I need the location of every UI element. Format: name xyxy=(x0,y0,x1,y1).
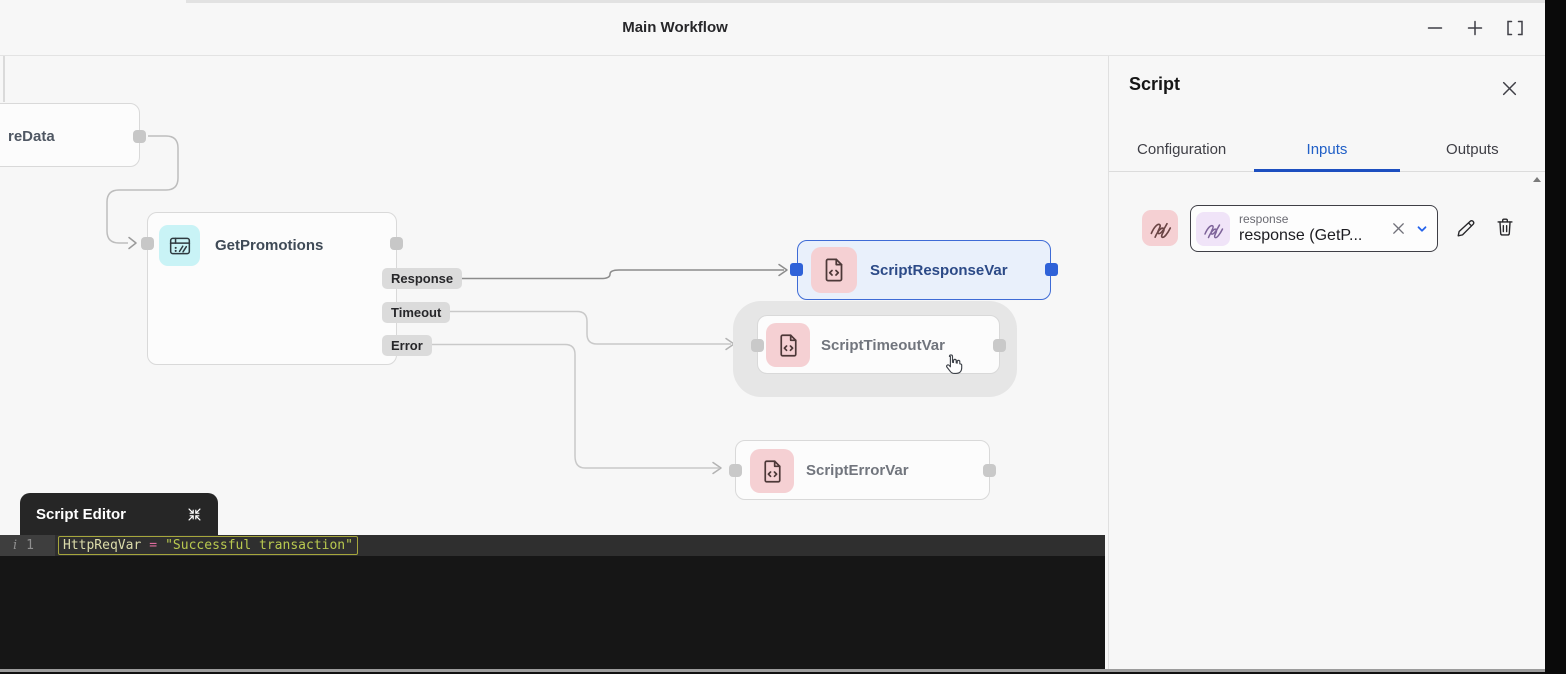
window-title: Main Workflow xyxy=(622,19,728,36)
panel-tabs: Configuration Inputs Outputs xyxy=(1109,128,1545,172)
clear-x-icon xyxy=(1393,223,1404,234)
output-handle[interactable] xyxy=(993,339,1006,352)
output-port-error[interactable]: Error xyxy=(382,335,432,356)
input-handle[interactable] xyxy=(729,464,742,477)
right-screen-edge xyxy=(1545,0,1566,674)
line-number: 1 xyxy=(26,538,34,553)
node-label: GetPromotions xyxy=(215,237,324,254)
panel-close-button[interactable] xyxy=(1499,78,1519,98)
tab-outputs[interactable]: Outputs xyxy=(1446,141,1499,158)
node-label: reData xyxy=(8,128,55,145)
script-editor-tab-label: Script Editor xyxy=(36,505,127,523)
close-icon xyxy=(1502,81,1516,95)
code-selection-box[interactable]: HttpReqVar = "Successful transaction" xyxy=(58,536,358,555)
tab-configuration[interactable]: Configuration xyxy=(1137,141,1227,158)
gutter-marker: i xyxy=(13,538,18,553)
input-handle[interactable] xyxy=(751,339,764,352)
minimize-button[interactable] xyxy=(1424,17,1446,39)
hand-pointer-icon xyxy=(946,354,963,375)
zoom-in-button[interactable] xyxy=(1464,17,1486,39)
input-mapping-select[interactable]: response response (GetP... xyxy=(1190,205,1438,252)
node-label: ScriptErrorVar xyxy=(806,462,909,479)
pencil-icon xyxy=(1457,220,1475,237)
delete-input-button[interactable] xyxy=(1493,215,1517,239)
http-request-chip xyxy=(159,225,200,266)
node-label: ScriptTimeoutVar xyxy=(821,337,945,354)
input-variable-chip xyxy=(1142,210,1178,246)
variable-chip xyxy=(766,323,810,367)
output-handle[interactable] xyxy=(390,237,403,250)
brackets-icon xyxy=(1507,20,1523,36)
output-handle[interactable] xyxy=(1045,263,1058,276)
scribble-icon xyxy=(1150,222,1172,239)
fullscreen-button[interactable] xyxy=(1504,17,1526,39)
variable-chip xyxy=(811,247,857,293)
code-operator: = xyxy=(149,538,158,553)
node-scriptresponsevar[interactable]: ScriptResponseVar xyxy=(790,240,1058,300)
select-field-label: response xyxy=(1239,211,1289,226)
input-handle[interactable] xyxy=(141,237,154,250)
trash-icon xyxy=(1497,218,1513,236)
bottom-edge-line xyxy=(0,669,1566,672)
output-port-response[interactable]: Response xyxy=(382,268,463,289)
file-code-icon xyxy=(779,333,797,357)
node-scripterrorvar[interactable]: ScriptErrorVar xyxy=(729,440,996,500)
select-field-value: response (GetP... xyxy=(1239,226,1363,244)
select-text: response response (GetP... xyxy=(1239,212,1382,246)
node-scripttimeoutvar[interactable]: ScriptTimeoutVar xyxy=(751,315,1006,374)
input-handle[interactable] xyxy=(790,263,803,276)
script-editor-body[interactable] xyxy=(0,556,1105,669)
output-port-timeout[interactable]: Timeout xyxy=(382,302,451,323)
tab-inputs[interactable]: Inputs xyxy=(1254,128,1400,172)
file-code-icon xyxy=(763,459,781,483)
chevron-down-icon xyxy=(1417,225,1427,232)
script-editor-tab[interactable]: Script Editor xyxy=(20,493,218,535)
file-code-icon xyxy=(825,258,843,282)
collapse-icon[interactable] xyxy=(187,507,202,522)
edit-input-button[interactable] xyxy=(1454,216,1478,240)
clear-selection-button[interactable] xyxy=(1391,221,1406,236)
browser-url-icon xyxy=(169,237,190,254)
mapped-variable-chip xyxy=(1196,211,1230,246)
dropdown-toggle[interactable] xyxy=(1415,222,1429,236)
bottom-edge xyxy=(0,672,1566,674)
editor-gutter: i 1 xyxy=(0,535,55,556)
titlebar: Main Workflow xyxy=(0,0,1545,56)
minus-icon xyxy=(1427,27,1443,29)
variable-chip xyxy=(750,449,794,493)
code-string: "Successful transaction" xyxy=(165,538,353,553)
panel-title: Script xyxy=(1129,74,1181,94)
node-redata[interactable]: reData xyxy=(0,103,146,167)
offscreen-node-edge xyxy=(3,56,5,102)
node-getpromotions[interactable]: GetPromotions Response Timeout Error xyxy=(141,212,463,365)
mouse-cursor xyxy=(941,351,964,383)
window-controls xyxy=(1424,17,1526,39)
script-properties-panel: Script Configuration Inputs Outputs xyxy=(1108,55,1545,674)
window-top-edge xyxy=(186,0,1545,3)
code-variable: HttpReqVar xyxy=(63,538,142,553)
output-handle[interactable] xyxy=(133,130,146,143)
scribble-icon xyxy=(1204,223,1224,238)
scroll-up-arrow[interactable] xyxy=(1533,177,1541,182)
plus-icon xyxy=(1467,20,1483,36)
output-handle[interactable] xyxy=(983,464,996,477)
node-label: ScriptResponseVar xyxy=(870,262,1008,279)
code-line-1[interactable]: i 1 HttpReqVar = "Successful transaction… xyxy=(0,535,1105,556)
